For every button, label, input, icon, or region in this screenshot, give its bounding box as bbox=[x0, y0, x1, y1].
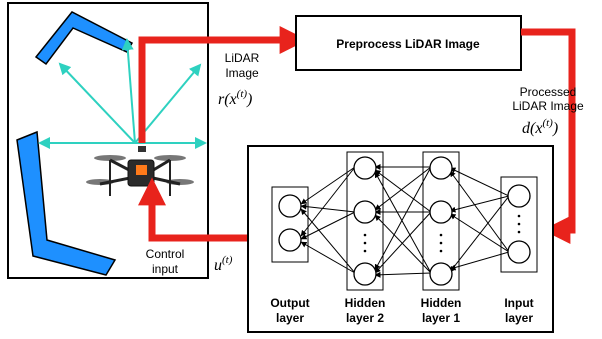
beam-upper-left bbox=[58, 62, 136, 144]
ellipsis-dots bbox=[363, 214, 521, 253]
arrow-preprocess-to-network bbox=[521, 28, 576, 244]
input-layer-label-2: layer bbox=[505, 311, 533, 325]
output-layer-label-2: layer bbox=[276, 311, 304, 325]
hidden1-neuron bbox=[429, 156, 453, 180]
input-neuron bbox=[507, 184, 531, 208]
arrow-control-to-drone bbox=[138, 177, 248, 242]
lidar-image-math: r(x(t)) bbox=[218, 88, 252, 108]
hidden2-neuron bbox=[353, 156, 377, 180]
connections-hidden2-to-output bbox=[300, 166, 356, 274]
beam-upper-right bbox=[134, 63, 202, 144]
control-input-line1: Control bbox=[146, 247, 185, 261]
connections-hidden1-to-hidden2 bbox=[374, 164, 432, 278]
arrow-lidar-to-preprocess bbox=[138, 26, 308, 143]
preprocess-label: Preprocess LiDAR Image bbox=[336, 37, 480, 51]
neurons bbox=[278, 156, 531, 286]
control-input-line2: input bbox=[152, 262, 179, 276]
hidden-layer-1-label-2: layer 1 bbox=[422, 311, 460, 325]
hidden-layer-2-label-1: Hidden bbox=[345, 296, 386, 310]
hidden-layer-1-label-1: Hidden bbox=[421, 296, 462, 310]
drone-icon bbox=[86, 146, 194, 196]
processed-image-math: d(x(t)) bbox=[522, 117, 558, 137]
control-input-math: u(t) bbox=[214, 254, 233, 274]
hidden2-neuron bbox=[353, 262, 377, 286]
lidar-image-line2: Image bbox=[225, 66, 259, 80]
input-neuron bbox=[507, 240, 531, 264]
hidden2-neuron bbox=[353, 200, 377, 224]
beam-up bbox=[121, 38, 136, 144]
processed-image-line2: LiDAR Image bbox=[512, 99, 584, 113]
lidar-beams bbox=[38, 38, 207, 149]
hidden1-neuron bbox=[429, 200, 453, 224]
connections-input-to-hidden1 bbox=[449, 167, 510, 273]
lidar-image-line1: LiDAR bbox=[225, 51, 260, 65]
bottom-wall bbox=[16, 130, 117, 276]
output-layer-label-1: Output bbox=[270, 296, 309, 310]
output-neuron bbox=[278, 194, 302, 218]
preprocess-box bbox=[295, 15, 522, 71]
output-neuron bbox=[278, 228, 302, 252]
hidden-layer-2-label-2: layer 2 bbox=[346, 311, 384, 325]
hidden1-neuron bbox=[429, 262, 453, 286]
processed-image-line1: Processed bbox=[520, 85, 577, 99]
input-layer-label-1: Input bbox=[504, 296, 533, 310]
